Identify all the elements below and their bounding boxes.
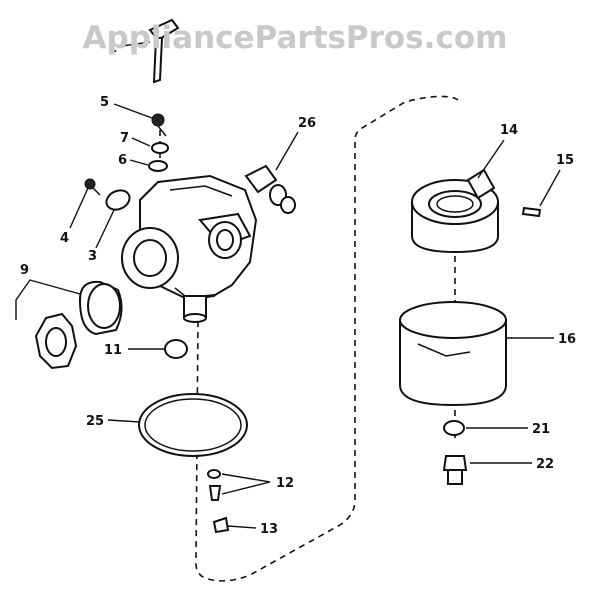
part-washer-21 [443, 420, 465, 436]
part-throttle-lever [148, 18, 180, 84]
leader-line-26 [275, 131, 299, 171]
part-oring-11 [164, 339, 188, 359]
part-gasket-25 [138, 393, 248, 457]
leader-line-6 [129, 159, 149, 166]
leader-line-14 [477, 139, 505, 179]
part-screw-4 [84, 178, 101, 196]
part-nozzle-12 [207, 469, 222, 501]
callout-11: 11 [104, 343, 122, 358]
callout-21: 21 [532, 422, 550, 437]
callout-6: 6 [118, 153, 127, 168]
callout-22: 22 [536, 457, 554, 472]
callout-12: 12 [276, 476, 294, 491]
leader-line-3 [95, 209, 115, 249]
watermark-text: AppliancePartsPros.com [82, 20, 508, 56]
leader-line-12 [221, 473, 271, 495]
part-washer-6 [148, 160, 168, 172]
part-needle-13 [212, 516, 230, 534]
part-float-bowl-16 [399, 301, 507, 407]
callout-1: 1 [108, 41, 117, 56]
part-washer-7 [151, 142, 169, 154]
leader-line-5 [113, 103, 153, 119]
callout-7: 7 [120, 131, 129, 146]
part-screw-5 [151, 113, 167, 137]
callout-9: 9 [20, 263, 29, 278]
part-float-14 [411, 168, 499, 254]
part-pin-15 [521, 206, 542, 218]
leader-line-25 [107, 419, 141, 423]
leader-line-13 [227, 525, 257, 529]
part-bolt-22 [442, 455, 468, 485]
leader-line-4 [69, 187, 89, 229]
leader-line-7 [131, 137, 151, 147]
leader-line-9 [15, 279, 81, 320]
callout-15: 15 [556, 153, 574, 168]
leader-line-15 [539, 169, 561, 207]
callout-4: 4 [60, 231, 69, 246]
callout-5: 5 [100, 95, 109, 110]
part-choke-assembly-9 [34, 280, 123, 370]
part-plate-3 [105, 189, 131, 211]
callout-14: 14 [500, 123, 518, 138]
part-fitting-26 [244, 164, 296, 214]
leader-line-1 [121, 41, 151, 47]
callout-16: 16 [558, 332, 576, 347]
callout-3: 3 [88, 249, 97, 264]
callout-25: 25 [86, 414, 104, 429]
part-carburetor-body [121, 174, 258, 323]
callout-26: 26 [298, 116, 316, 131]
callout-13: 13 [260, 522, 278, 537]
assembly-dashed-line [195, 95, 459, 582]
